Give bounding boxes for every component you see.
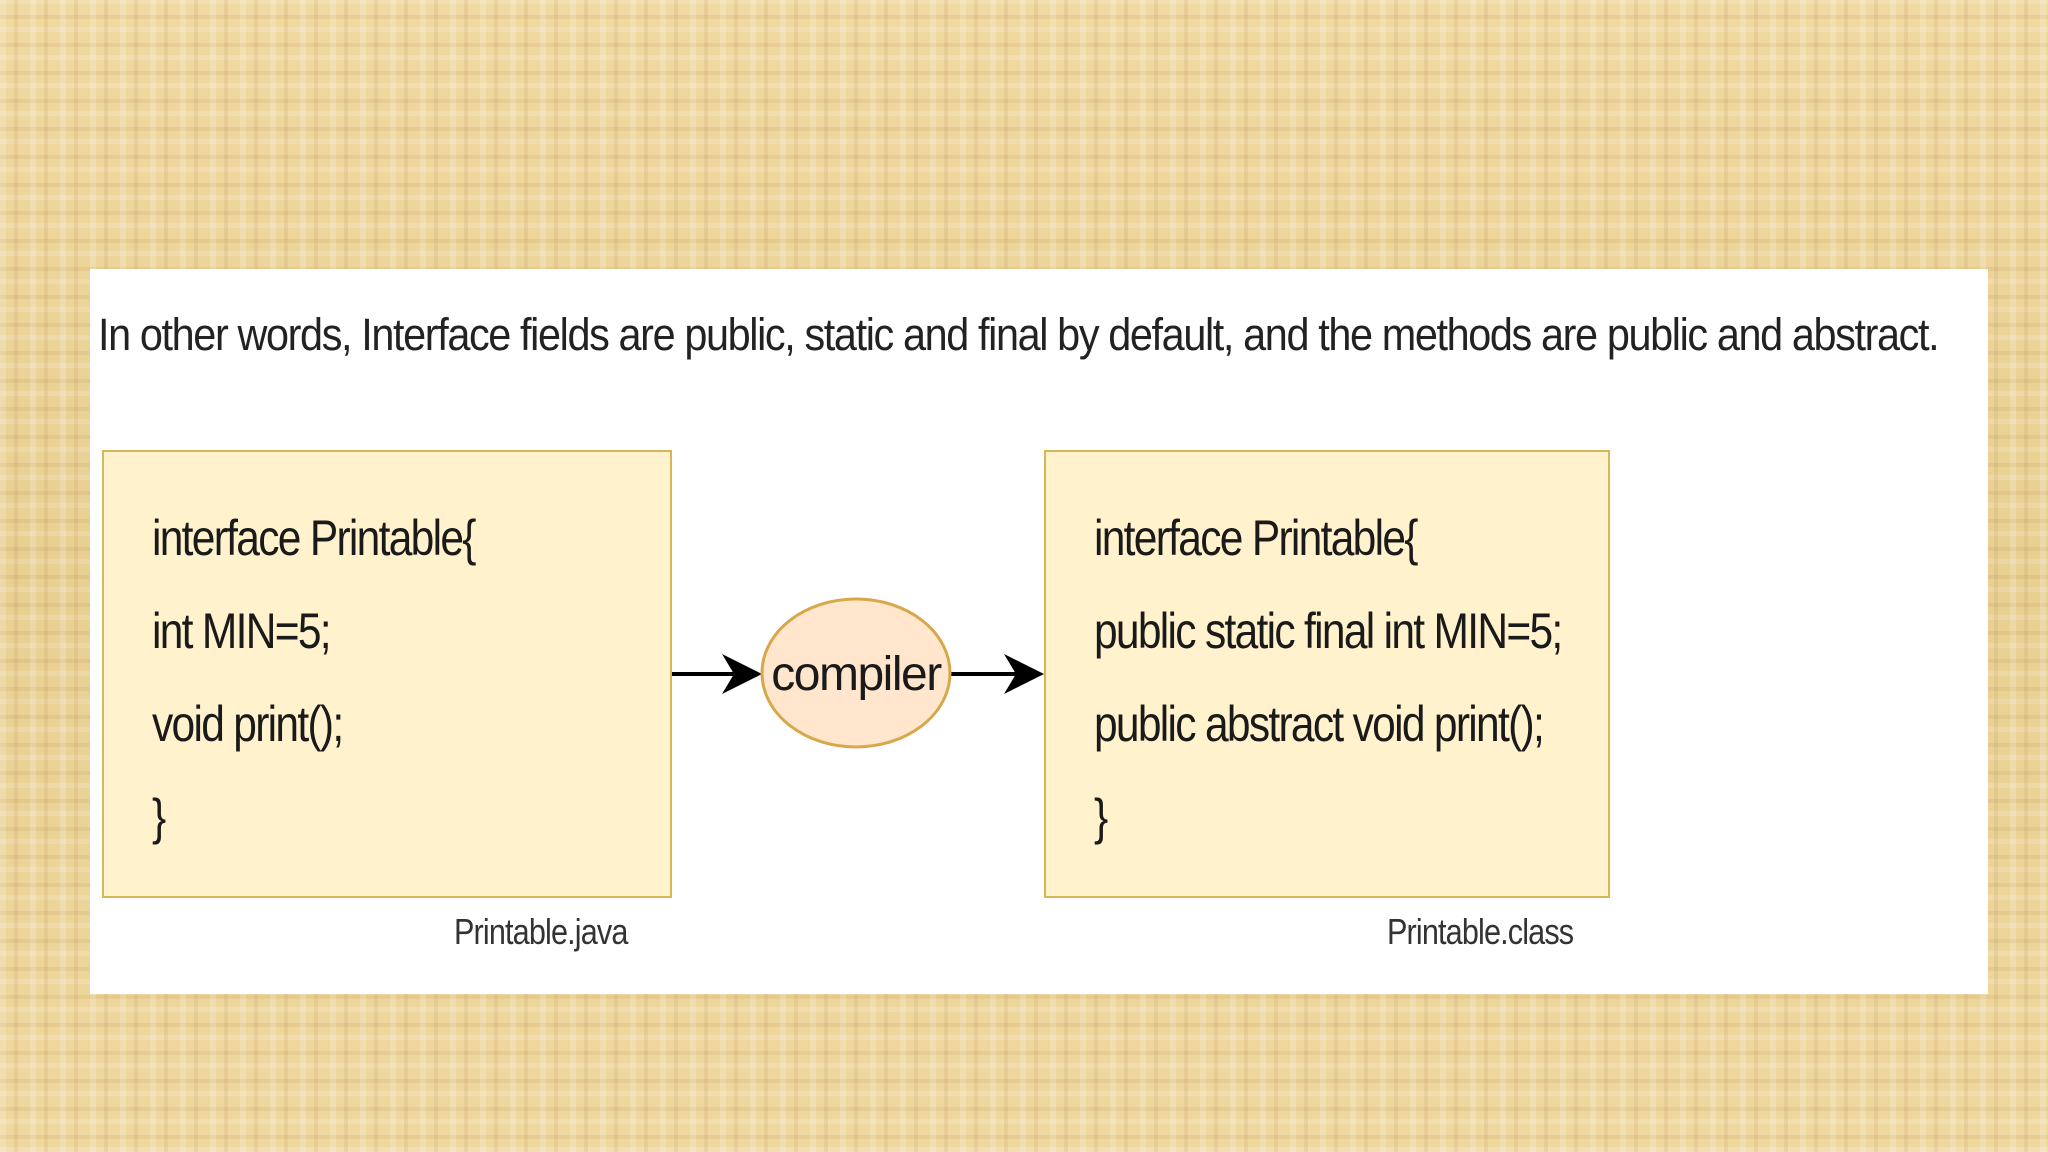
compiled-line-3: public abstract void print(); bbox=[1094, 696, 1545, 752]
source-line-3: void print(); bbox=[152, 696, 344, 752]
compiled-code-box: interface Printable{ public static final… bbox=[1044, 450, 1610, 898]
compiled-line-4: } bbox=[1094, 789, 1108, 845]
source-file-label: Printable.java bbox=[454, 911, 628, 952]
compiler-label: compiler bbox=[771, 648, 942, 701]
compiler-node bbox=[760, 597, 952, 749]
source-line-1: interface Printable{ bbox=[152, 510, 476, 566]
compilation-diagram: interface Printable{ int MIN=5; void pri… bbox=[90, 269, 1988, 994]
slide-content-panel: In other words, Interface fields are pub… bbox=[90, 269, 1988, 994]
caption-text: In other words, Interface fields are pub… bbox=[98, 309, 1940, 360]
source-line-2: int MIN=5; bbox=[152, 603, 332, 659]
compiled-line-2: public static final int MIN=5; bbox=[1094, 603, 1563, 659]
source-code-box: interface Printable{ int MIN=5; void pri… bbox=[102, 450, 672, 898]
source-line-4: } bbox=[152, 789, 166, 845]
compiled-line-1: interface Printable{ bbox=[1094, 510, 1418, 566]
compiled-file-label: Printable.class bbox=[1387, 911, 1574, 952]
diagram-connectors: compiler bbox=[672, 597, 1044, 749]
